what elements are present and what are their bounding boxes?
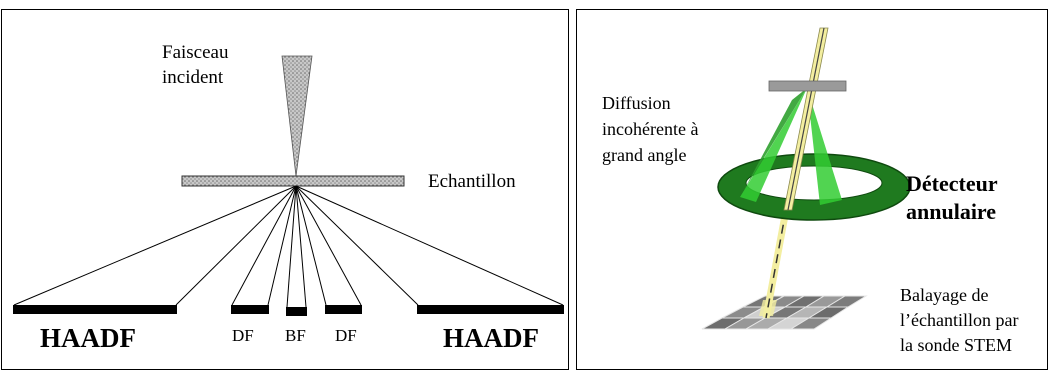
annular-detector-label-line1: Détecteur xyxy=(906,171,998,196)
sample-label: Echantillon xyxy=(428,171,516,192)
beam-lower-dashed xyxy=(765,209,787,319)
haadf-right-bar xyxy=(417,305,564,314)
diffusion-label: Diffusion incohérente à grand angle xyxy=(602,90,698,168)
diffusion-label-line1: Diffusion xyxy=(602,93,671,113)
diffusion-label-line3: grand angle xyxy=(602,145,687,165)
scan-label-line1: Balayage de xyxy=(900,285,989,305)
scan-label-line3: la sonde STEM xyxy=(900,335,1012,355)
scatter-cone-right xyxy=(807,88,842,205)
beam-axis xyxy=(787,27,825,211)
haadf-left-bar xyxy=(13,305,177,314)
diffusion-label-line2: incohérente à xyxy=(602,119,699,139)
detector-label-haadf-left: HAADF xyxy=(40,323,136,353)
scan-label-line2: l’échantillon par xyxy=(900,310,1019,330)
bf-bar xyxy=(286,307,307,316)
scatter-cone-left xyxy=(740,88,807,202)
right-panel-border xyxy=(576,9,1048,370)
annular-detector-label-line2: annulaire xyxy=(906,199,997,224)
beam-label: Faisceau incident xyxy=(162,40,228,90)
annular-detector-label: Détecteur annulaire xyxy=(906,170,998,226)
scan-grid xyxy=(701,295,868,330)
detector-label-bf: BF xyxy=(285,326,306,345)
sample-plate xyxy=(181,175,405,187)
beam-label-line2: incident xyxy=(162,67,224,88)
incident-beam-cone xyxy=(281,55,313,177)
scattered-rays xyxy=(13,185,564,308)
detector-label-df-right: DF xyxy=(335,326,357,345)
left-panel-border xyxy=(1,9,569,370)
scan-label: Balayage de l’échantillon par la sonde S… xyxy=(900,283,1018,358)
detector-label-df-left: DF xyxy=(232,326,254,345)
detector-label-haadf-right: HAADF xyxy=(443,323,539,353)
beam-label-line1: Faisceau xyxy=(162,42,229,63)
df-right-bar xyxy=(325,305,362,314)
sample-plate-right xyxy=(768,80,847,92)
df-left-bar xyxy=(231,305,269,314)
